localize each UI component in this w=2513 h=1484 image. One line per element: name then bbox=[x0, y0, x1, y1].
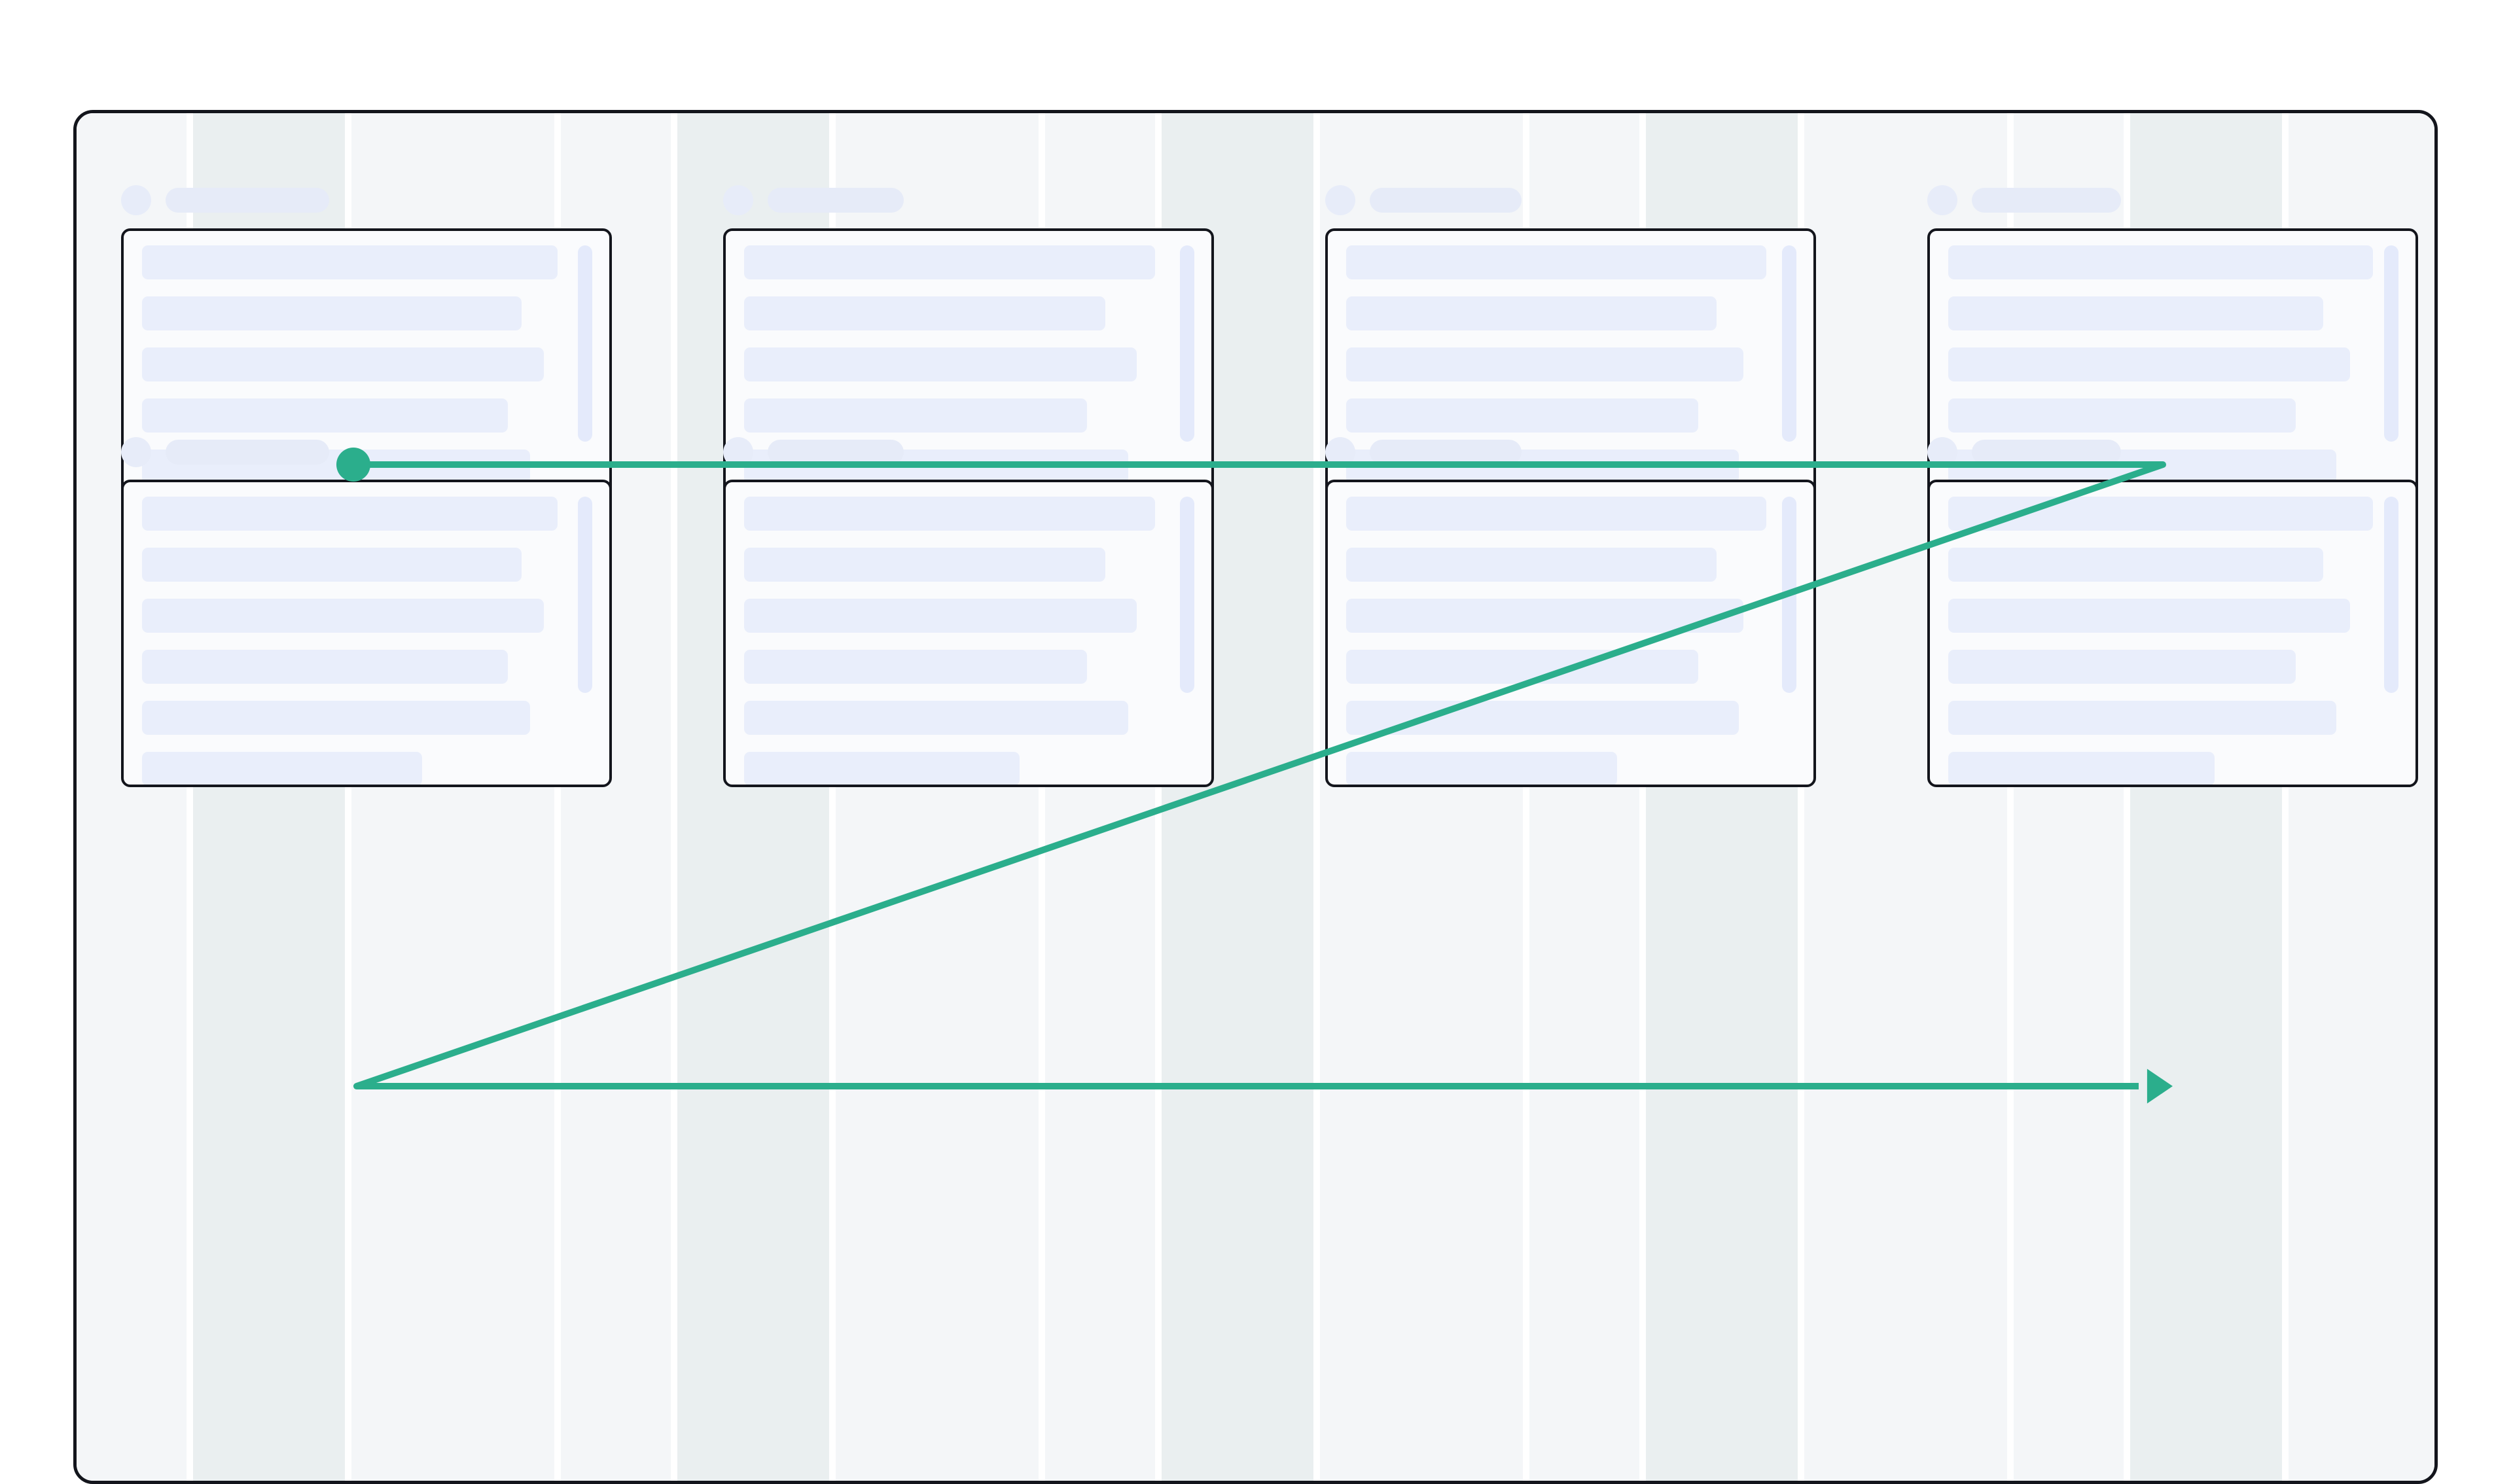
card-scrollbar[interactable] bbox=[2384, 245, 2398, 442]
skeleton-row bbox=[1346, 650, 1699, 684]
card-scrollbar[interactable] bbox=[2384, 497, 2398, 693]
skeleton-row bbox=[142, 548, 522, 582]
skeleton-row bbox=[142, 245, 558, 279]
avatar-placeholder-icon bbox=[1325, 437, 1355, 467]
skeleton-row bbox=[744, 296, 1105, 330]
skeleton-row-list bbox=[142, 497, 594, 785]
card-group-8[interactable] bbox=[1896, 113, 2434, 1481]
title-placeholder-bar bbox=[1370, 188, 1522, 213]
skeleton-row bbox=[1346, 752, 1617, 785]
title-placeholder-bar bbox=[768, 440, 904, 465]
card-scrollbar[interactable] bbox=[1782, 497, 1796, 693]
skeleton-board-panel bbox=[73, 110, 2438, 1484]
card-group-header bbox=[1325, 437, 1522, 467]
skeleton-card-5[interactable] bbox=[121, 480, 612, 787]
card-group-7[interactable] bbox=[1294, 113, 1847, 1481]
skeleton-row bbox=[1346, 548, 1717, 582]
card-group-header bbox=[1927, 437, 2121, 467]
avatar-placeholder-icon bbox=[723, 437, 753, 467]
card-scrollbar[interactable] bbox=[578, 497, 592, 693]
skeleton-card-8[interactable] bbox=[1927, 480, 2418, 787]
avatar-placeholder-icon bbox=[121, 185, 151, 215]
skeleton-row bbox=[744, 398, 1088, 433]
skeleton-row bbox=[142, 497, 558, 531]
skeleton-row bbox=[1948, 650, 2296, 684]
skeleton-row bbox=[1948, 398, 2296, 433]
skeleton-row bbox=[142, 752, 422, 785]
skeleton-row bbox=[1948, 701, 2337, 735]
skeleton-row-list bbox=[1346, 497, 1798, 785]
skeleton-row bbox=[142, 296, 522, 330]
skeleton-row bbox=[744, 245, 1155, 279]
avatar-placeholder-icon bbox=[1927, 437, 1957, 467]
skeleton-row bbox=[1346, 599, 1744, 633]
background-stripe bbox=[2282, 113, 2289, 1481]
skeleton-row bbox=[1346, 701, 1739, 735]
avatar-placeholder-icon bbox=[121, 437, 151, 467]
card-group-header bbox=[121, 437, 329, 467]
avatar-placeholder-icon bbox=[1927, 185, 1957, 215]
title-placeholder-bar bbox=[1972, 440, 2121, 465]
skeleton-row-list bbox=[1948, 245, 2400, 533]
skeleton-row bbox=[744, 548, 1105, 582]
card-group-header bbox=[723, 185, 904, 215]
skeleton-row bbox=[1346, 398, 1699, 433]
title-placeholder-bar bbox=[166, 440, 329, 465]
card-group-header bbox=[723, 437, 904, 467]
card-grid[interactable] bbox=[77, 113, 2434, 1481]
skeleton-row bbox=[744, 701, 1128, 735]
card-group-6[interactable] bbox=[692, 113, 1245, 1481]
skeleton-row bbox=[142, 650, 508, 684]
title-placeholder-bar bbox=[768, 188, 904, 213]
skeleton-row bbox=[142, 398, 508, 433]
card-group-header bbox=[1325, 185, 1522, 215]
title-placeholder-bar bbox=[166, 188, 329, 213]
skeleton-row bbox=[1948, 347, 2351, 381]
skeleton-row bbox=[744, 650, 1088, 684]
card-group-5[interactable] bbox=[90, 113, 643, 1481]
skeleton-row bbox=[1948, 245, 2373, 279]
screenshot-canvas bbox=[73, 110, 2438, 1484]
skeleton-row bbox=[1346, 497, 1766, 531]
skeleton-card-7[interactable] bbox=[1325, 480, 1816, 787]
card-scrollbar[interactable] bbox=[1782, 245, 1796, 442]
card-scrollbar[interactable] bbox=[578, 245, 592, 442]
card-group-header bbox=[121, 185, 329, 215]
avatar-placeholder-icon bbox=[1325, 185, 1355, 215]
background-stripe bbox=[187, 113, 193, 1481]
avatar-placeholder-icon bbox=[723, 185, 753, 215]
skeleton-row bbox=[1948, 497, 2373, 531]
skeleton-row-list bbox=[1948, 497, 2400, 785]
card-group-header bbox=[1927, 185, 2121, 215]
card-scrollbar[interactable] bbox=[1180, 497, 1194, 693]
skeleton-row bbox=[1346, 347, 1744, 381]
background-stripe bbox=[345, 113, 351, 1481]
title-placeholder-bar bbox=[1370, 440, 1522, 465]
skeleton-card-6[interactable] bbox=[723, 480, 1214, 787]
card-scrollbar[interactable] bbox=[1180, 245, 1194, 442]
skeleton-row bbox=[1948, 296, 2323, 330]
skeleton-row bbox=[1948, 548, 2323, 582]
title-placeholder-bar bbox=[1972, 188, 2121, 213]
skeleton-row bbox=[1346, 296, 1717, 330]
skeleton-row bbox=[1346, 245, 1766, 279]
skeleton-row bbox=[1948, 599, 2351, 633]
skeleton-row bbox=[744, 497, 1155, 531]
skeleton-row bbox=[142, 347, 544, 381]
skeleton-row bbox=[744, 752, 1020, 785]
skeleton-row bbox=[142, 599, 544, 633]
skeleton-row bbox=[744, 347, 1137, 381]
skeleton-row bbox=[1948, 752, 2215, 785]
skeleton-row-list bbox=[744, 497, 1196, 785]
skeleton-row bbox=[744, 599, 1137, 633]
skeleton-row bbox=[142, 701, 531, 735]
